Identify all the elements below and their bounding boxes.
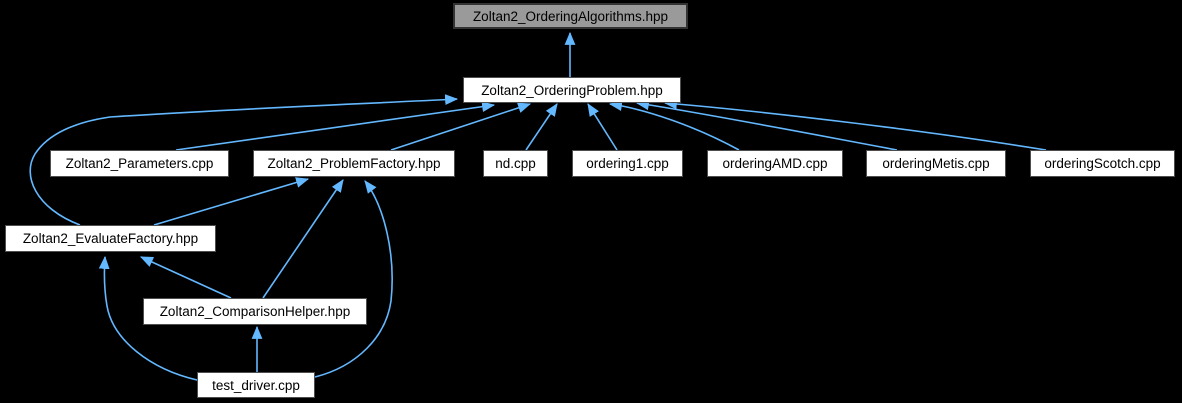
edge-nd-to-orderingproblem	[525, 103, 558, 151]
edge-testdriver-to-problemfactory	[314, 180, 393, 378]
node-zoltan2-comparisonhelper-hpp[interactable]: Zoltan2_ComparisonHelper.hpp	[143, 298, 367, 325]
node-test-driver-cpp[interactable]: test_driver.cpp	[197, 372, 315, 398]
node-zoltan2-evaluatefactory-hpp[interactable]: Zoltan2_EvaluateFactory.hpp	[5, 225, 216, 252]
edge-evaluatefactory-to-orderingproblem	[29, 94, 459, 226]
edge-testdriver-to-evaluatefactory	[98, 255, 198, 381]
node-orderingamd-cpp[interactable]: orderingAMD.cpp	[707, 150, 843, 177]
node-zoltan2-parameters-cpp[interactable]: Zoltan2_Parameters.cpp	[50, 150, 229, 177]
edge-evaluatefactory-to-problemfactory	[153, 177, 310, 226]
node-ordering1-cpp[interactable]: ordering1.cpp	[572, 150, 683, 177]
node-nd-cpp[interactable]: nd.cpp	[483, 150, 548, 177]
edge-problemfactory-to-orderingproblem	[390, 102, 532, 151]
edge-parameters-to-orderingproblem	[175, 101, 496, 151]
edge-orderingmetis-to-orderingproblem	[635, 99, 898, 151]
node-zoltan2-problemfactory-hpp[interactable]: Zoltan2_ProblemFactory.hpp	[253, 150, 455, 177]
edge-orderingscotch-to-orderingproblem	[663, 98, 1047, 151]
node-orderingscotch-cpp[interactable]: orderingScotch.cpp	[1030, 150, 1175, 177]
edge-ordering1-to-orderingproblem	[587, 103, 618, 151]
node-zoltan2-orderingproblem-hpp[interactable]: Zoltan2_OrderingProblem.hpp	[463, 77, 681, 103]
edge-comparisonhelper-to-problemfactory	[262, 179, 344, 299]
node-orderingmetis-cpp[interactable]: orderingMetis.cpp	[866, 150, 1006, 177]
edge-comparisonhelper-to-evaluatefactory	[140, 256, 232, 299]
edge-orderingamd-to-orderingproblem	[608, 100, 740, 151]
node-zoltan2-orderingalgorithms-hpp: Zoltan2_OrderingAlgorithms.hpp	[453, 3, 688, 29]
